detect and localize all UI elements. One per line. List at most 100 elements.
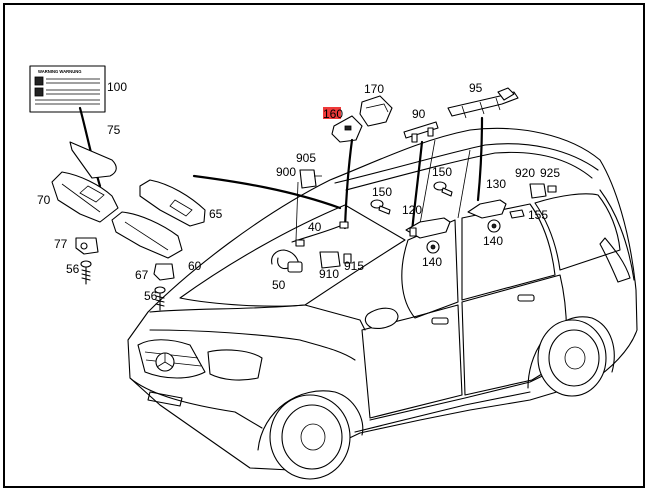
screw-150b [433,181,453,197]
lens-detail [344,125,352,131]
lamp-920 [529,183,547,199]
nut-140b [487,219,501,233]
rail-95 [447,91,519,117]
switch-905 [299,169,317,189]
rear-hub [564,346,586,370]
callout-67: 67 [135,268,149,282]
callout-130: 130 [486,177,506,191]
callout-900: 900 [276,165,296,179]
callout-77: 77 [54,237,68,251]
front-bumper [129,377,263,429]
callout-150a: 150 [372,185,392,199]
rail-clip [411,133,418,143]
front-rim [281,404,343,470]
handle-end [409,227,417,237]
harness-plug [287,261,303,273]
front-door-window [401,219,459,319]
visor-clip-67 [153,263,175,281]
module-910 [319,251,341,269]
rear-quarter-window [534,193,621,271]
front-door [361,304,463,419]
callout-925: 925 [540,166,560,180]
rail-ribs [461,97,501,119]
rear-lamp [599,237,631,283]
side-sill [369,364,566,421]
leader-line [476,116,484,202]
nut-140a [426,240,440,254]
front-wheel-arch [257,390,364,451]
vehicle-body [127,127,638,480]
callout-920: 920 [515,166,535,180]
callout-120: 120 [402,203,422,217]
interior-pillar [417,139,436,236]
screw-56b [154,286,166,311]
sun-visor-right-lower [111,211,183,259]
warning-label-text: WARNING WARNUNG [38,69,82,74]
screw-150a [370,199,391,215]
switch-wire [295,181,299,241]
bulb-915 [343,253,352,264]
side-sill-lower [354,391,531,433]
callouts: 100 75 70 65 77 56 67 60 56 170 160 905 … [37,80,560,303]
housing-detail [365,103,389,113]
handle-120 [405,217,451,239]
headlight [207,349,263,381]
rear-door-window [461,203,556,301]
callout-70: 70 [37,193,51,207]
tailgate-edge [599,189,635,281]
sun-visor-left [51,171,119,223]
roof-line [334,143,599,184]
callout-56a: 56 [66,262,80,276]
lamp-housing-170 [359,95,393,127]
rail-clip [427,127,434,137]
callout-910: 910 [319,267,339,281]
rear-door-handle [517,294,535,302]
bulb-925 [547,185,557,193]
side-mirror [364,307,399,329]
callout-150b: 150 [432,165,452,179]
callout-56b: 56 [144,289,158,303]
cable-connector [295,239,305,247]
fog-lamp [147,391,183,407]
visor-seam [124,221,169,251]
front-hub [300,423,326,451]
callout-170: 170 [364,82,384,96]
callout-905: 905 [296,151,316,165]
front-door-handle [431,317,449,325]
callout-65: 65 [209,207,223,221]
roof-outline [127,127,638,471]
warning-icon [34,87,44,97]
visor-mirror [169,199,193,217]
leader-line [192,174,342,210]
callout-155: 155 [528,208,548,222]
visor-seam [61,183,101,213]
callout-75: 75 [107,123,121,137]
callout-140a: 140 [422,255,442,269]
hood-crease [149,329,356,361]
cable-connector [339,221,349,229]
leader-line [410,140,424,234]
leader-line [343,138,354,230]
rail-end [497,87,515,101]
star-emblem-spokes [156,353,174,368]
bulb-155 [509,209,525,219]
callout-915: 915 [344,259,364,273]
highlight-box [323,107,341,119]
windshield [179,204,406,307]
rear-wheel-arch [527,316,615,389]
clip-hole [80,242,88,250]
hood-line [149,304,366,331]
callout-140b: 140 [483,234,503,248]
visor-cover [69,141,117,179]
harness-wire [277,257,289,270]
roof-rail [345,151,593,191]
handle-130 [467,199,507,219]
interior-pillar-b [457,149,471,219]
warning-label-part: WARNING WARNUNG [29,65,106,113]
screw-56a [80,260,92,285]
visor-mirror [79,185,105,203]
callout-90: 90 [412,107,426,121]
callout-60: 60 [188,259,202,273]
callout-95: 95 [469,81,483,95]
